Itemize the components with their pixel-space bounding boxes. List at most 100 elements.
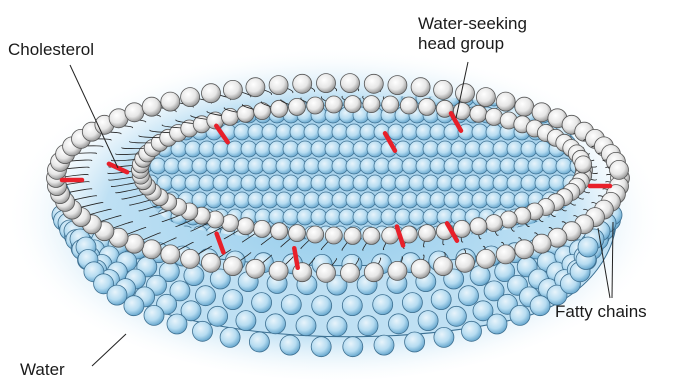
inner-head-ball (521, 141, 537, 157)
head-group-label-line2: head group (418, 34, 527, 54)
inner-head-ball (486, 158, 502, 174)
outer-head-ball (281, 295, 301, 315)
head-group-label-line1: Water-seeking (418, 14, 527, 34)
head-group-ball (388, 261, 407, 280)
inner-head-ball (318, 158, 334, 174)
inner-head-ball (325, 141, 341, 157)
inner-head-ball (444, 158, 460, 174)
inner-head-ball (255, 175, 271, 191)
inner-head-ball (304, 124, 320, 140)
head-group-ball (317, 263, 336, 282)
head-group-ball (470, 218, 487, 235)
inner-head-ball (318, 124, 334, 140)
inner-head-ball (185, 175, 201, 191)
inner-head-ball (192, 158, 208, 174)
head-group-ball (456, 253, 475, 272)
head-group-ball (161, 245, 180, 264)
inner-head-ball (171, 175, 187, 191)
inner-head-ball (360, 192, 376, 208)
inner-head-ball (458, 158, 474, 174)
outer-head-ball (220, 327, 240, 347)
inner-head-ball (409, 141, 425, 157)
inner-head-ball (500, 158, 516, 174)
head-group-ball (476, 249, 495, 268)
inner-head-ball (262, 158, 278, 174)
inner-head-ball (381, 175, 397, 191)
inner-head-ball (339, 141, 355, 157)
inner-head-ball (388, 124, 404, 140)
inner-head-ball (269, 175, 285, 191)
outer-head-ball (252, 293, 272, 313)
inner-head-ball (199, 175, 215, 191)
head-group-ball (363, 227, 380, 244)
inner-head-ball (178, 158, 194, 174)
head-group-ball (515, 240, 534, 259)
head-group-ball (411, 78, 430, 97)
inner-head-ball (395, 209, 411, 225)
head-group-ball (434, 257, 453, 276)
inner-head-ball (500, 192, 516, 208)
head-group-label: Water-seeking head group (418, 14, 527, 54)
head-group-ball (575, 156, 592, 173)
head-group-ball (456, 84, 475, 103)
head-group-ball (254, 103, 271, 120)
inner-head-ball (332, 124, 348, 140)
outer-head-ball (266, 314, 286, 334)
inner-head-ball (374, 192, 390, 208)
inner-head-ball (220, 192, 236, 208)
inner-head-ball (486, 192, 502, 208)
inner-head-ball (213, 175, 229, 191)
outer-head-ball (462, 321, 482, 341)
head-group-ball (307, 226, 324, 243)
inner-head-ball (465, 175, 481, 191)
cholesterol-label: Cholesterol (8, 40, 94, 60)
head-group-ball (496, 245, 515, 264)
outer-head-ball (184, 266, 204, 286)
inner-head-ball (493, 141, 509, 157)
inner-head-ball (290, 192, 306, 208)
head-group-ball (344, 96, 361, 113)
inner-head-ball (311, 141, 327, 157)
inner-head-ball (367, 209, 383, 225)
inner-head-ball (227, 175, 243, 191)
head-group-ball (237, 218, 254, 235)
outer-head-ball (402, 293, 422, 313)
inner-head-ball (353, 141, 369, 157)
head-group-ball (142, 97, 161, 116)
inner-head-ball (297, 175, 313, 191)
inner-head-ball (493, 175, 509, 191)
inner-head-ball (262, 192, 278, 208)
inner-head-ball (276, 124, 292, 140)
outer-head-ball (343, 337, 363, 357)
inner-head-ball (311, 209, 327, 225)
outer-head-ball (280, 335, 300, 355)
head-group-ball (341, 263, 360, 282)
outer-head-ball (418, 311, 438, 331)
inner-head-ball (199, 141, 215, 157)
inner-head-ball (332, 192, 348, 208)
outer-head-ball (208, 306, 228, 326)
head-group-ball (419, 225, 436, 242)
outer-head-ball (358, 316, 378, 336)
outer-head-ball (236, 311, 256, 331)
outer-head-ball (311, 337, 331, 357)
inner-head-ball (388, 192, 404, 208)
head-group-ball (382, 96, 399, 113)
head-group-ball (486, 108, 503, 125)
inner-head-ball (220, 158, 236, 174)
inner-head-ball (521, 175, 537, 191)
fatty-chains-label: Fatty chains (555, 302, 647, 322)
inner-head-ball (318, 192, 334, 208)
head-group-ball (515, 97, 534, 116)
head-group-ball (289, 225, 306, 242)
inner-head-ball (367, 175, 383, 191)
inner-head-ball (444, 192, 460, 208)
head-group-ball (341, 74, 360, 93)
head-group-ball (344, 227, 361, 244)
inner-head-ball (514, 192, 530, 208)
head-group-ball (254, 220, 271, 237)
outer-head-ball (530, 296, 550, 316)
head-group-ball (470, 105, 487, 122)
outer-head-ball (327, 316, 347, 336)
